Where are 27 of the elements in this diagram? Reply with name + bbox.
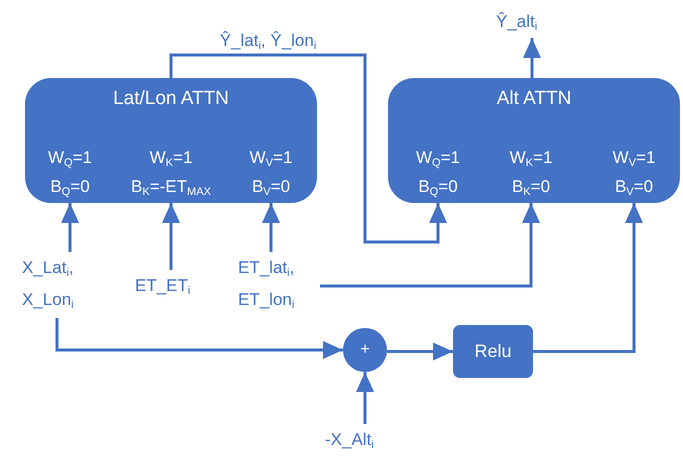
attention-block — [388, 78, 680, 203]
parameter-text: W$_{Q}$=1 B$_{Q}$=0 — [398, 143, 478, 203]
attention-block — [25, 78, 317, 203]
arrow — [162, 203, 180, 270]
parameter-text: W$_{K}$=1 B$_{K}$=-ET$_{MAX}$ — [117, 143, 225, 203]
input-text: -X_Alt$_{i}$ — [325, 424, 405, 456]
arrow — [262, 203, 280, 252]
sum-circle: + — [343, 328, 387, 372]
input-text: X_Lat$_{i}$, X_Lon$_{i}$ — [22, 252, 94, 318]
parameter-text: W$_{V}$=1 B$_{V}$=0 — [594, 143, 674, 203]
arrow — [523, 38, 541, 78]
arrow — [356, 372, 374, 424]
parameter-text: W$_{V}$=1 B$_{V}$=0 — [231, 143, 311, 203]
output-text: Ŷ_alt$_{i}$ — [496, 6, 568, 38]
relu-box: Relu — [453, 325, 533, 378]
arrow — [387, 342, 453, 360]
block-title: Lat/Lon ATTN — [112, 88, 230, 110]
arrow — [533, 203, 643, 353]
arrow — [56, 318, 343, 359]
input-text: ET_ET$_{i}$ — [135, 270, 211, 302]
input-text: ET_lat$_{i}$, ET_lon$_{i}$ — [238, 252, 320, 318]
arrow — [61, 203, 79, 252]
parameter-text: W$_{K}$=1 B$_{K}$=0 — [491, 143, 571, 203]
arrow — [320, 203, 540, 288]
block-title: Alt ATTN — [496, 88, 572, 110]
parameter-text: W$_{Q}$=1 B$_{Q}$=0 — [30, 143, 110, 203]
arrow — [170, 54, 447, 244]
